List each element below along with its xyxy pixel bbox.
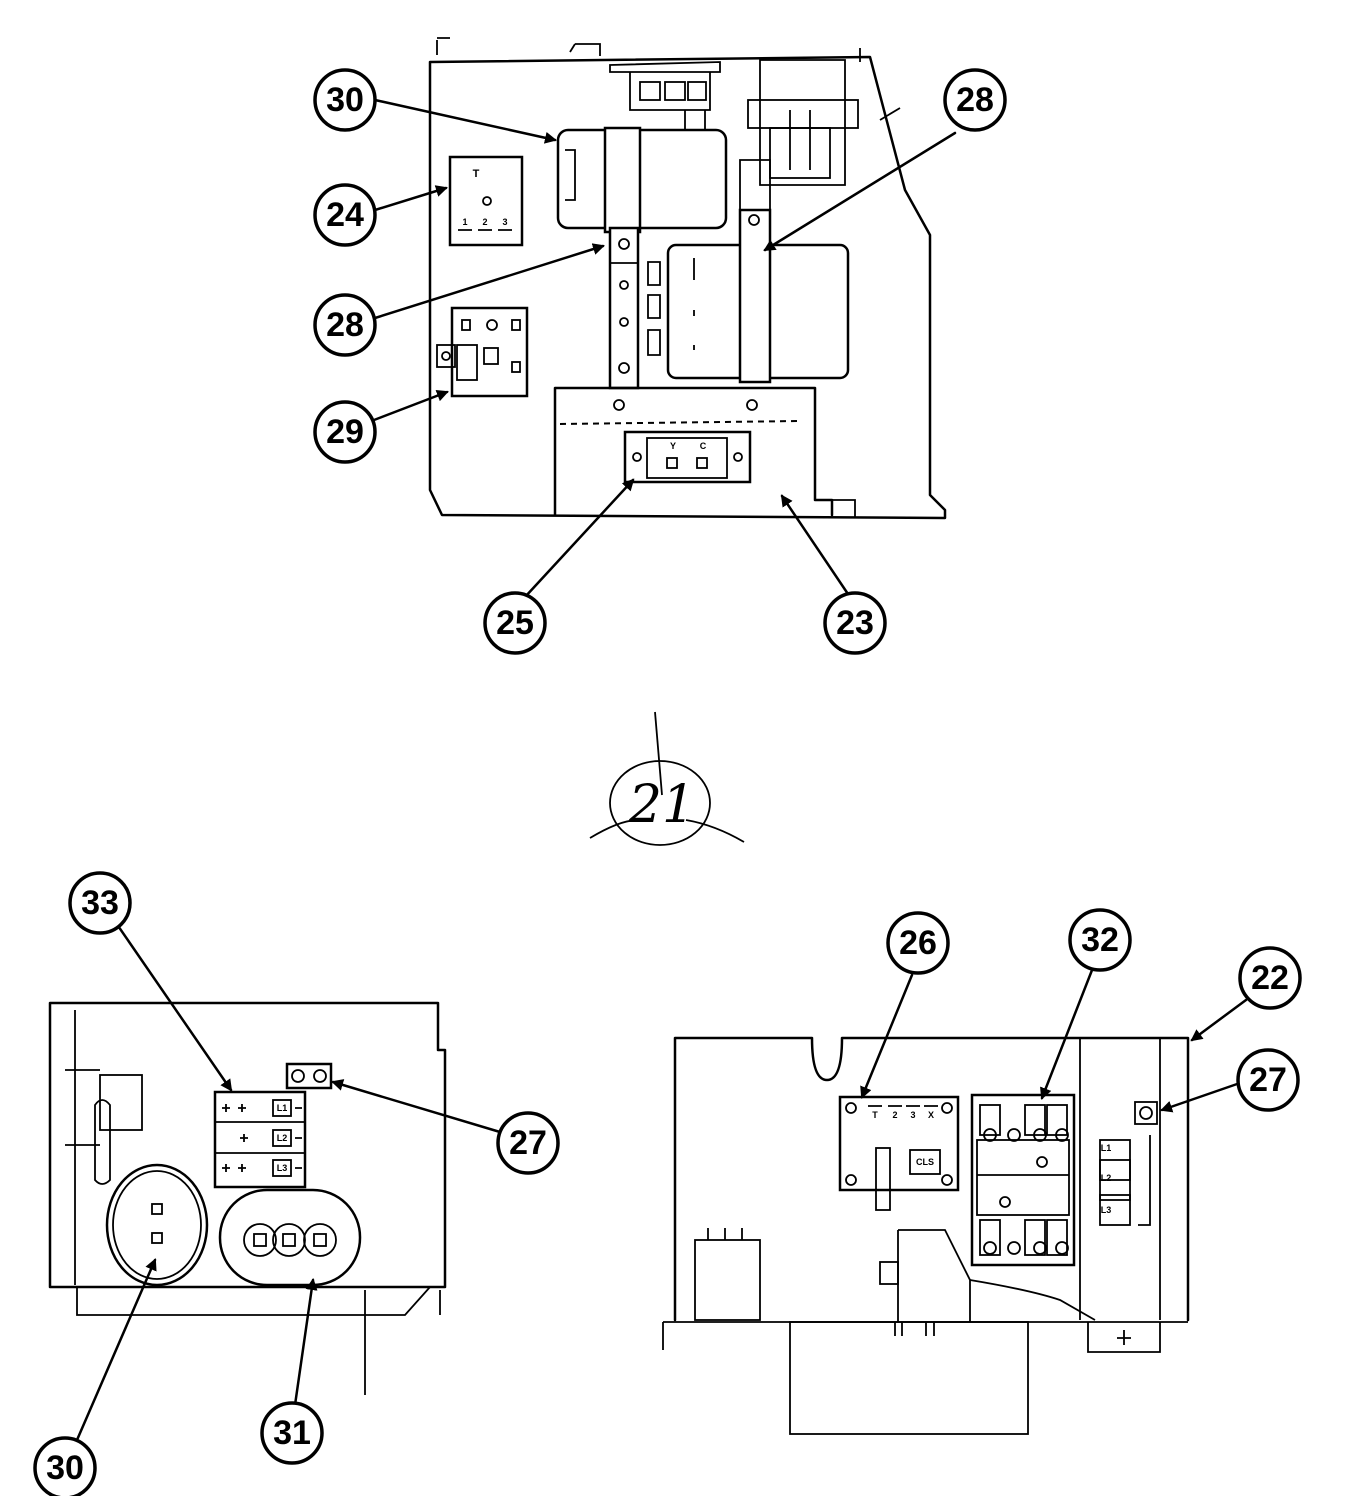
- callout-29: 29: [313, 400, 377, 464]
- svg-text:T: T: [473, 168, 480, 180]
- callout-24: 24: [313, 183, 377, 247]
- svg-text:28: 28: [326, 306, 364, 344]
- callout-30-bottom: 30: [33, 1436, 97, 1496]
- callout-27-right: 27: [1236, 1048, 1300, 1112]
- callout-28-left: 28: [313, 293, 377, 357]
- svg-text:30: 30: [326, 81, 364, 119]
- svg-text:23: 23: [836, 604, 874, 642]
- callout-23: 23: [823, 591, 887, 655]
- svg-text:27: 27: [509, 1124, 547, 1162]
- svg-text:3: 3: [910, 1110, 915, 1120]
- svg-text:29: 29: [326, 413, 364, 451]
- callout-22: 22: [1238, 946, 1302, 1010]
- top-control-panel: [428, 37, 947, 520]
- svg-text:30: 30: [46, 1449, 84, 1487]
- svg-text:32: 32: [1081, 921, 1119, 959]
- svg-text:31: 31: [273, 1414, 311, 1452]
- callout-27-left: 27: [496, 1111, 560, 1175]
- svg-text:28: 28: [956, 81, 994, 119]
- callout-25: 25: [483, 591, 547, 655]
- svg-text:22: 22: [1251, 959, 1289, 997]
- capacitor-30: [556, 126, 728, 234]
- callout-30-top: 30: [313, 68, 377, 132]
- leader-lines: [75, 98, 1248, 1442]
- svg-text:L3: L3: [277, 1163, 288, 1173]
- svg-text:2: 2: [482, 217, 487, 227]
- relay-24: T 1 2 3: [448, 155, 524, 247]
- svg-text:L2: L2: [277, 1133, 288, 1143]
- svg-text:27: 27: [1249, 1061, 1287, 1099]
- callout-33: 33: [68, 871, 132, 935]
- assembly-reference-21: 21: [589, 711, 745, 846]
- mounting-strap-28-left: [608, 226, 640, 390]
- svg-text:X: X: [928, 1110, 934, 1120]
- callout-32: 32: [1068, 908, 1132, 972]
- svg-text:26: 26: [899, 924, 937, 962]
- svg-text:25: 25: [496, 604, 534, 642]
- svg-text:L1: L1: [1101, 1143, 1112, 1153]
- callout-31: 31: [260, 1401, 324, 1465]
- svg-text:2: 2: [892, 1110, 897, 1120]
- svg-text:L2: L2: [1101, 1173, 1112, 1183]
- svg-text:L3: L3: [1101, 1205, 1112, 1215]
- callout-28-right: 28: [943, 68, 1007, 132]
- module-29: [436, 306, 529, 398]
- svg-text:T: T: [872, 1110, 878, 1120]
- ref-number-21: 21: [628, 775, 695, 835]
- contactor-28: [647, 208, 850, 384]
- svg-text:C: C: [700, 441, 707, 451]
- svg-text:33: 33: [81, 884, 119, 922]
- callout-26: 26: [886, 911, 950, 975]
- svg-text:Y: Y: [670, 441, 676, 451]
- low-voltage-box-23: Y C: [553, 386, 856, 518]
- svg-text:3: 3: [502, 217, 507, 227]
- svg-text:24: 24: [326, 196, 364, 234]
- svg-text:L1: L1: [277, 1103, 288, 1113]
- right-control-panel: T 2 3 X CLS: [662, 1036, 1190, 1435]
- svg-text:CLS: CLS: [916, 1157, 934, 1167]
- left-compressor-panel: L1 L2 L3: [48, 1001, 447, 1395]
- svg-text:1: 1: [462, 217, 467, 227]
